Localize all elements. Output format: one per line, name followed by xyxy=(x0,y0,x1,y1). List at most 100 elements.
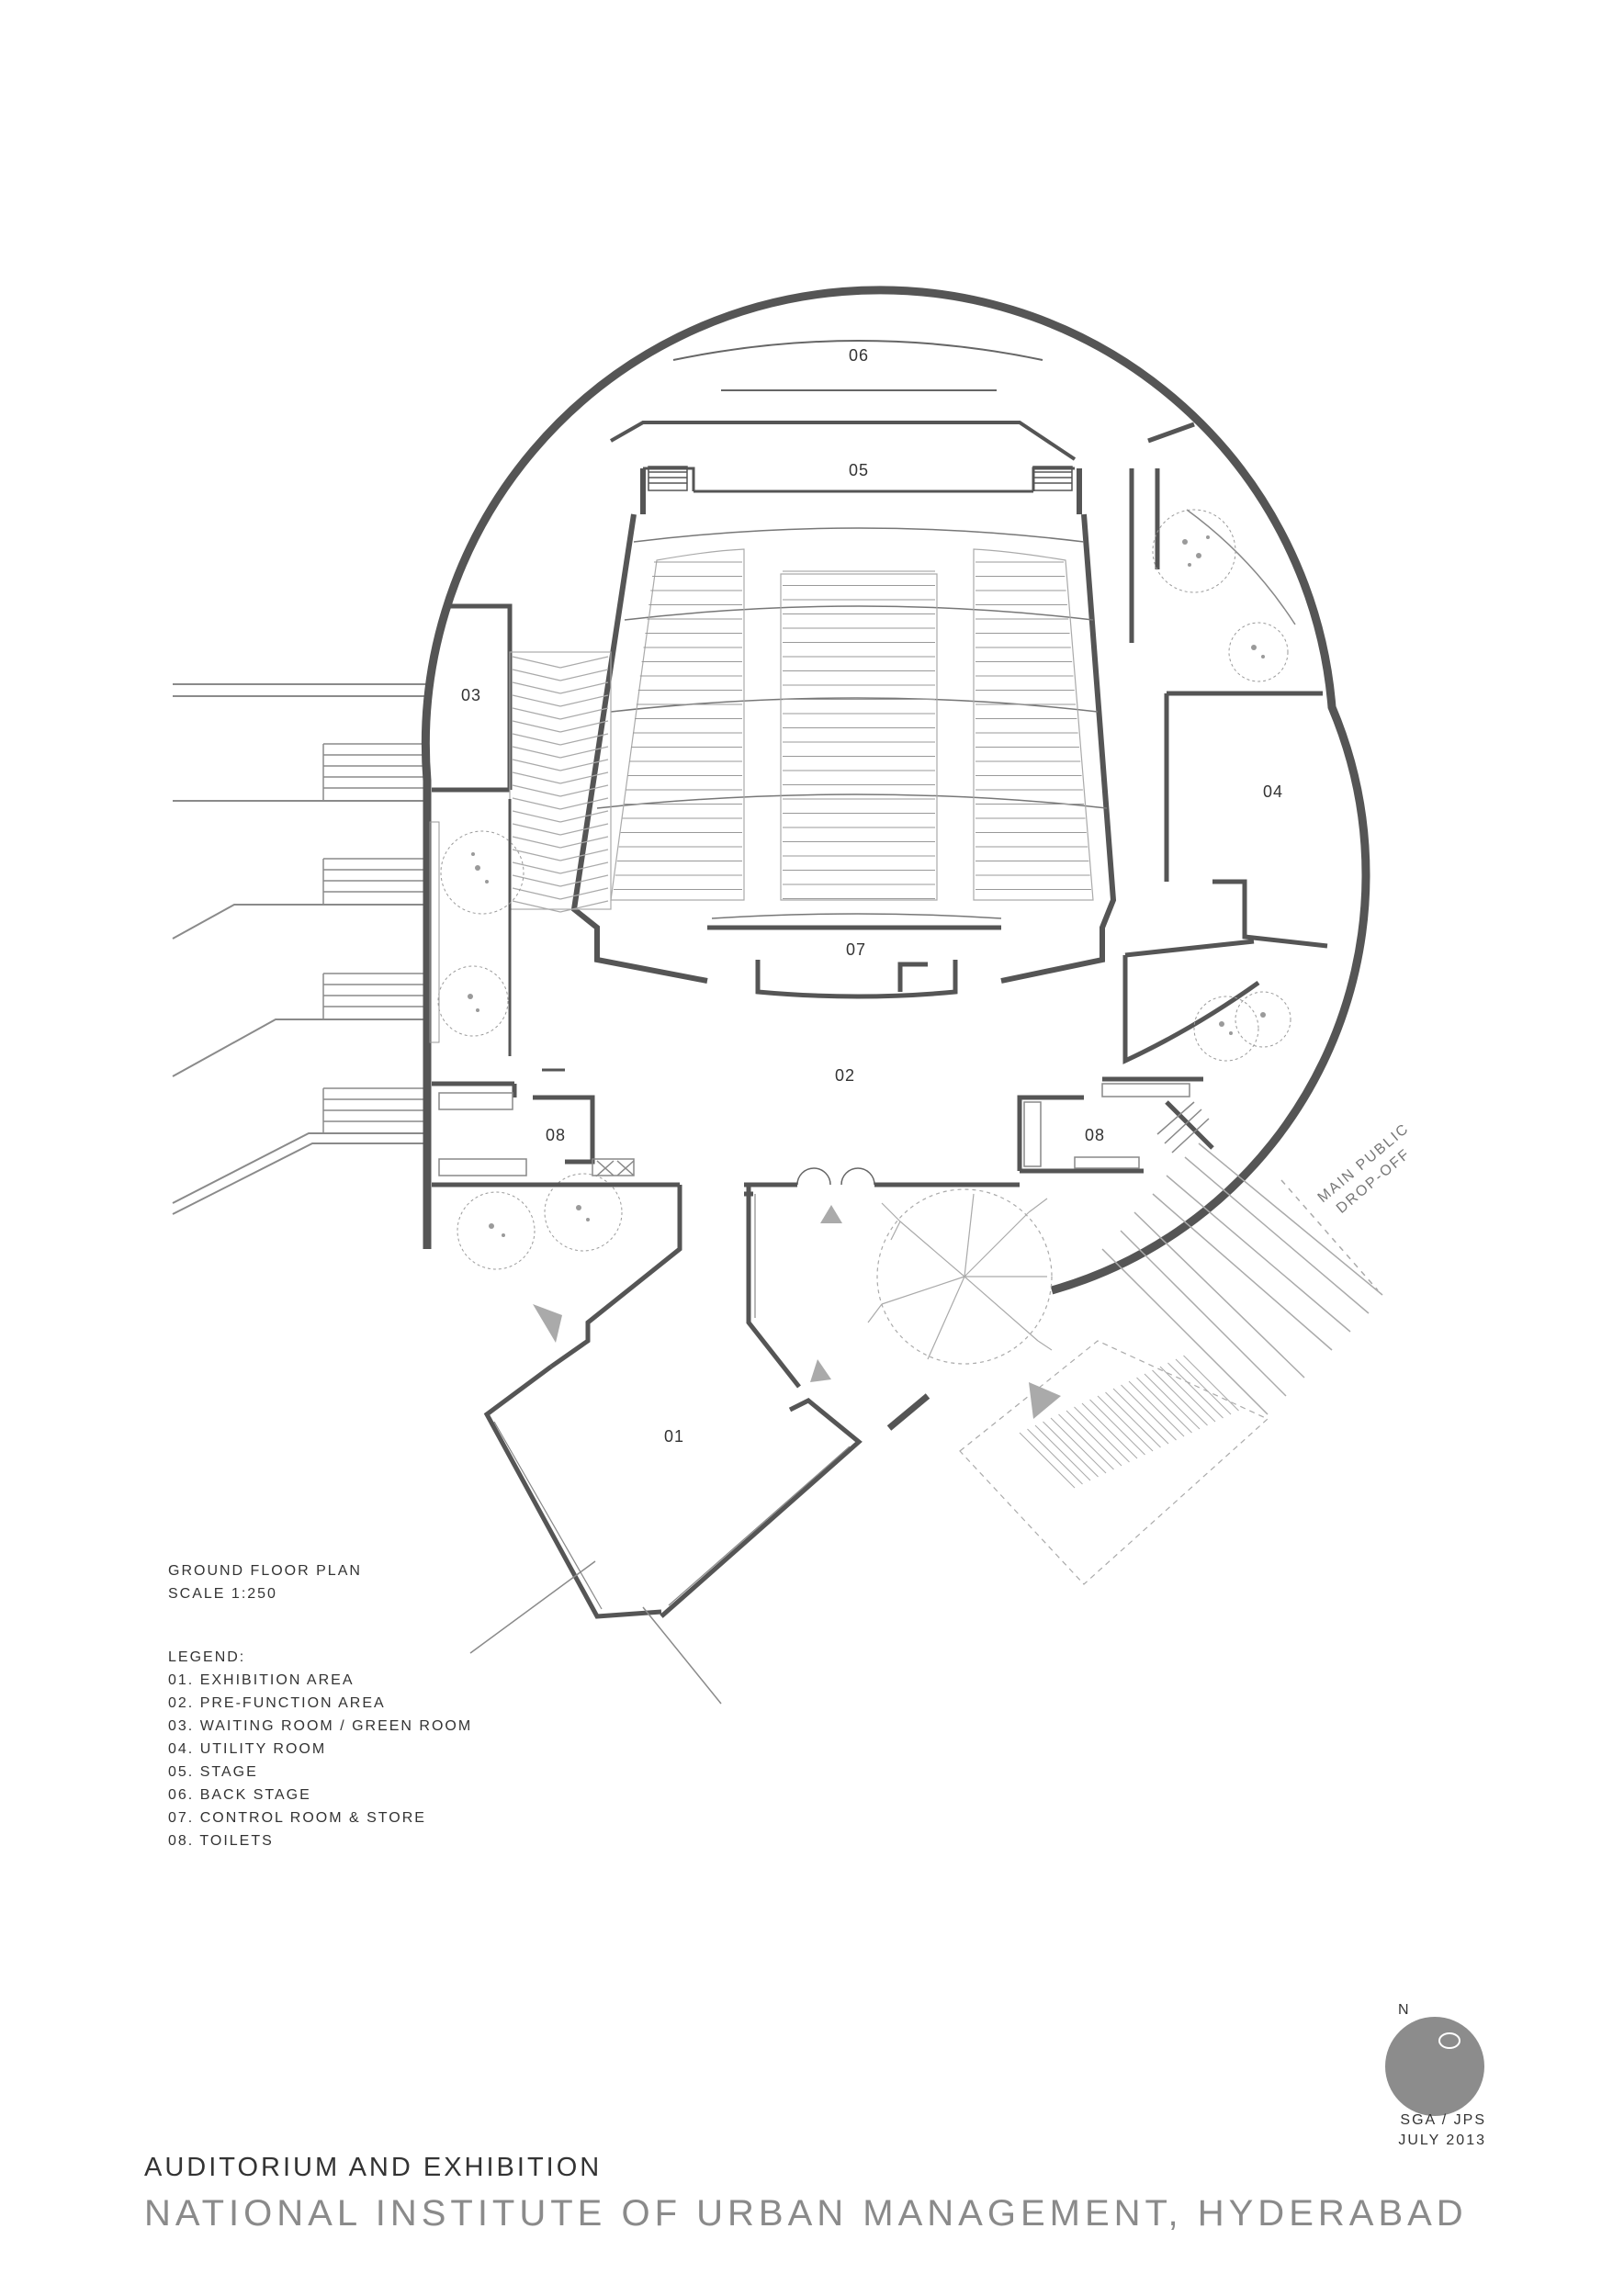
drawing-line xyxy=(512,694,561,707)
backstage xyxy=(672,340,1043,391)
drawing-line xyxy=(559,861,609,874)
drawing-line xyxy=(559,810,609,823)
drawing-line xyxy=(512,707,561,720)
drawing-line xyxy=(1152,1369,1208,1426)
institute-title: NATIONAL INSTITUTE OF URBAN MANAGEMENT, … xyxy=(144,2193,1468,2234)
drawing-line xyxy=(559,771,609,784)
tree-symbol xyxy=(867,1188,1053,1365)
control-room xyxy=(707,925,1001,999)
legend-heading: LEGEND: xyxy=(168,1649,246,1665)
room-label-02: 02 xyxy=(835,1066,855,1085)
drawing-line xyxy=(1175,1358,1232,1415)
room-label-08-right: 08 xyxy=(1085,1126,1105,1144)
drawing-line xyxy=(1112,1388,1169,1445)
auditorium-walls xyxy=(570,468,1117,984)
drawing-line xyxy=(1050,1417,1107,1474)
toilet-fixtures-left xyxy=(438,1092,635,1176)
utility-room xyxy=(1122,422,1328,1064)
legend-item: 08. TOILETS xyxy=(168,1833,274,1849)
room-label-03: 03 xyxy=(461,686,481,704)
room-label-08-left: 08 xyxy=(546,1126,566,1144)
drawing-line xyxy=(559,733,609,746)
drop-off-label: MAIN PUBLIC DROP-OFF xyxy=(1315,1120,1414,1217)
drawing-line xyxy=(559,681,609,694)
planting-right xyxy=(437,509,1291,1270)
exhibition-site-lines xyxy=(469,1560,722,1705)
room-label-04: 04 xyxy=(1263,782,1283,801)
room-label-01: 01 xyxy=(664,1427,684,1446)
entry-arrows xyxy=(533,1205,1061,1419)
north-label: N xyxy=(1398,2002,1409,2018)
drawing-line xyxy=(1159,1366,1216,1423)
drawing-line xyxy=(512,900,561,913)
legend-item: 05. STAGE xyxy=(168,1764,258,1780)
plan-title: GROUND FLOOR PLAN xyxy=(168,1563,362,1579)
drawing-line xyxy=(1034,1424,1091,1481)
drawing-line xyxy=(559,797,609,810)
drawing-line xyxy=(512,784,561,797)
drawing-line xyxy=(512,874,561,887)
drop-off-lines xyxy=(1101,1142,1383,1415)
exhibition-walls xyxy=(483,1185,863,1619)
auditorium-aisle-lines xyxy=(596,527,1108,919)
legend-item: 07. CONTROL ROOM & STORE xyxy=(168,1810,426,1826)
site-lines-left xyxy=(172,683,427,1215)
drawing-line xyxy=(1081,1402,1138,1459)
drawing-line xyxy=(512,720,561,733)
drawing-line xyxy=(559,849,609,861)
drawing-line xyxy=(512,733,561,746)
main-entrance-doors xyxy=(744,1167,1020,1187)
parking-area xyxy=(959,1340,1269,1585)
drawing-line xyxy=(559,746,609,759)
credits: SGA / JPS JULY 2013 xyxy=(1398,2110,1486,2151)
room-label-07: 07 xyxy=(846,940,866,959)
drawing-line xyxy=(559,707,609,720)
drawing-line xyxy=(512,810,561,823)
room-label-06: 06 xyxy=(849,346,869,365)
drawing-line xyxy=(1136,1377,1192,1434)
ramp-chevrons xyxy=(512,656,609,913)
room-label-05: 05 xyxy=(849,461,869,479)
toilets-right xyxy=(1017,1076,1214,1174)
short-wall-segment xyxy=(886,1393,930,1431)
seat-rows xyxy=(614,561,1091,899)
drawing-line xyxy=(512,656,561,669)
drawing-line xyxy=(1105,1391,1161,1448)
drawing-line xyxy=(559,720,609,733)
toilets-left xyxy=(432,1068,680,1187)
drawing-line xyxy=(1128,1380,1185,1437)
ramp-hatch xyxy=(509,651,612,910)
drawing-line xyxy=(1089,1399,1145,1456)
drawing-line xyxy=(559,669,609,681)
drawing-line xyxy=(512,836,561,849)
drawing-line xyxy=(512,861,561,874)
drawing-line xyxy=(559,759,609,771)
drawing-line xyxy=(512,797,561,810)
stage xyxy=(610,421,1077,493)
drawing-line xyxy=(1066,1410,1122,1467)
drawing-line xyxy=(559,784,609,797)
drawing-line xyxy=(512,669,561,681)
credits-authors: SGA / JPS xyxy=(1400,2112,1486,2128)
drawing-line xyxy=(1097,1395,1154,1452)
plan-caption: GROUND FLOOR PLAN SCALE 1:250 xyxy=(168,1559,362,1605)
external-stairs xyxy=(322,743,427,1133)
drawing-line xyxy=(559,900,609,913)
drawing-line xyxy=(559,874,609,887)
drawing-line xyxy=(1058,1413,1114,1470)
legend-item: 01. EXHIBITION AREA xyxy=(168,1672,355,1688)
drawing-line xyxy=(512,771,561,784)
drawing-line xyxy=(1074,1406,1130,1463)
drawing-line xyxy=(512,823,561,836)
drawing-line xyxy=(559,694,609,707)
legend-item: 06. BACK STAGE xyxy=(168,1787,311,1803)
exhibition-glazing xyxy=(493,1194,851,1610)
drawing-line xyxy=(559,823,609,836)
drawing-line xyxy=(1121,1384,1177,1441)
drawing-line xyxy=(512,746,561,759)
drawing-line xyxy=(512,759,561,771)
drawing-line xyxy=(1167,1362,1224,1419)
seating-blocks xyxy=(610,548,1094,901)
credits-date: JULY 2013 xyxy=(1398,2133,1486,2148)
